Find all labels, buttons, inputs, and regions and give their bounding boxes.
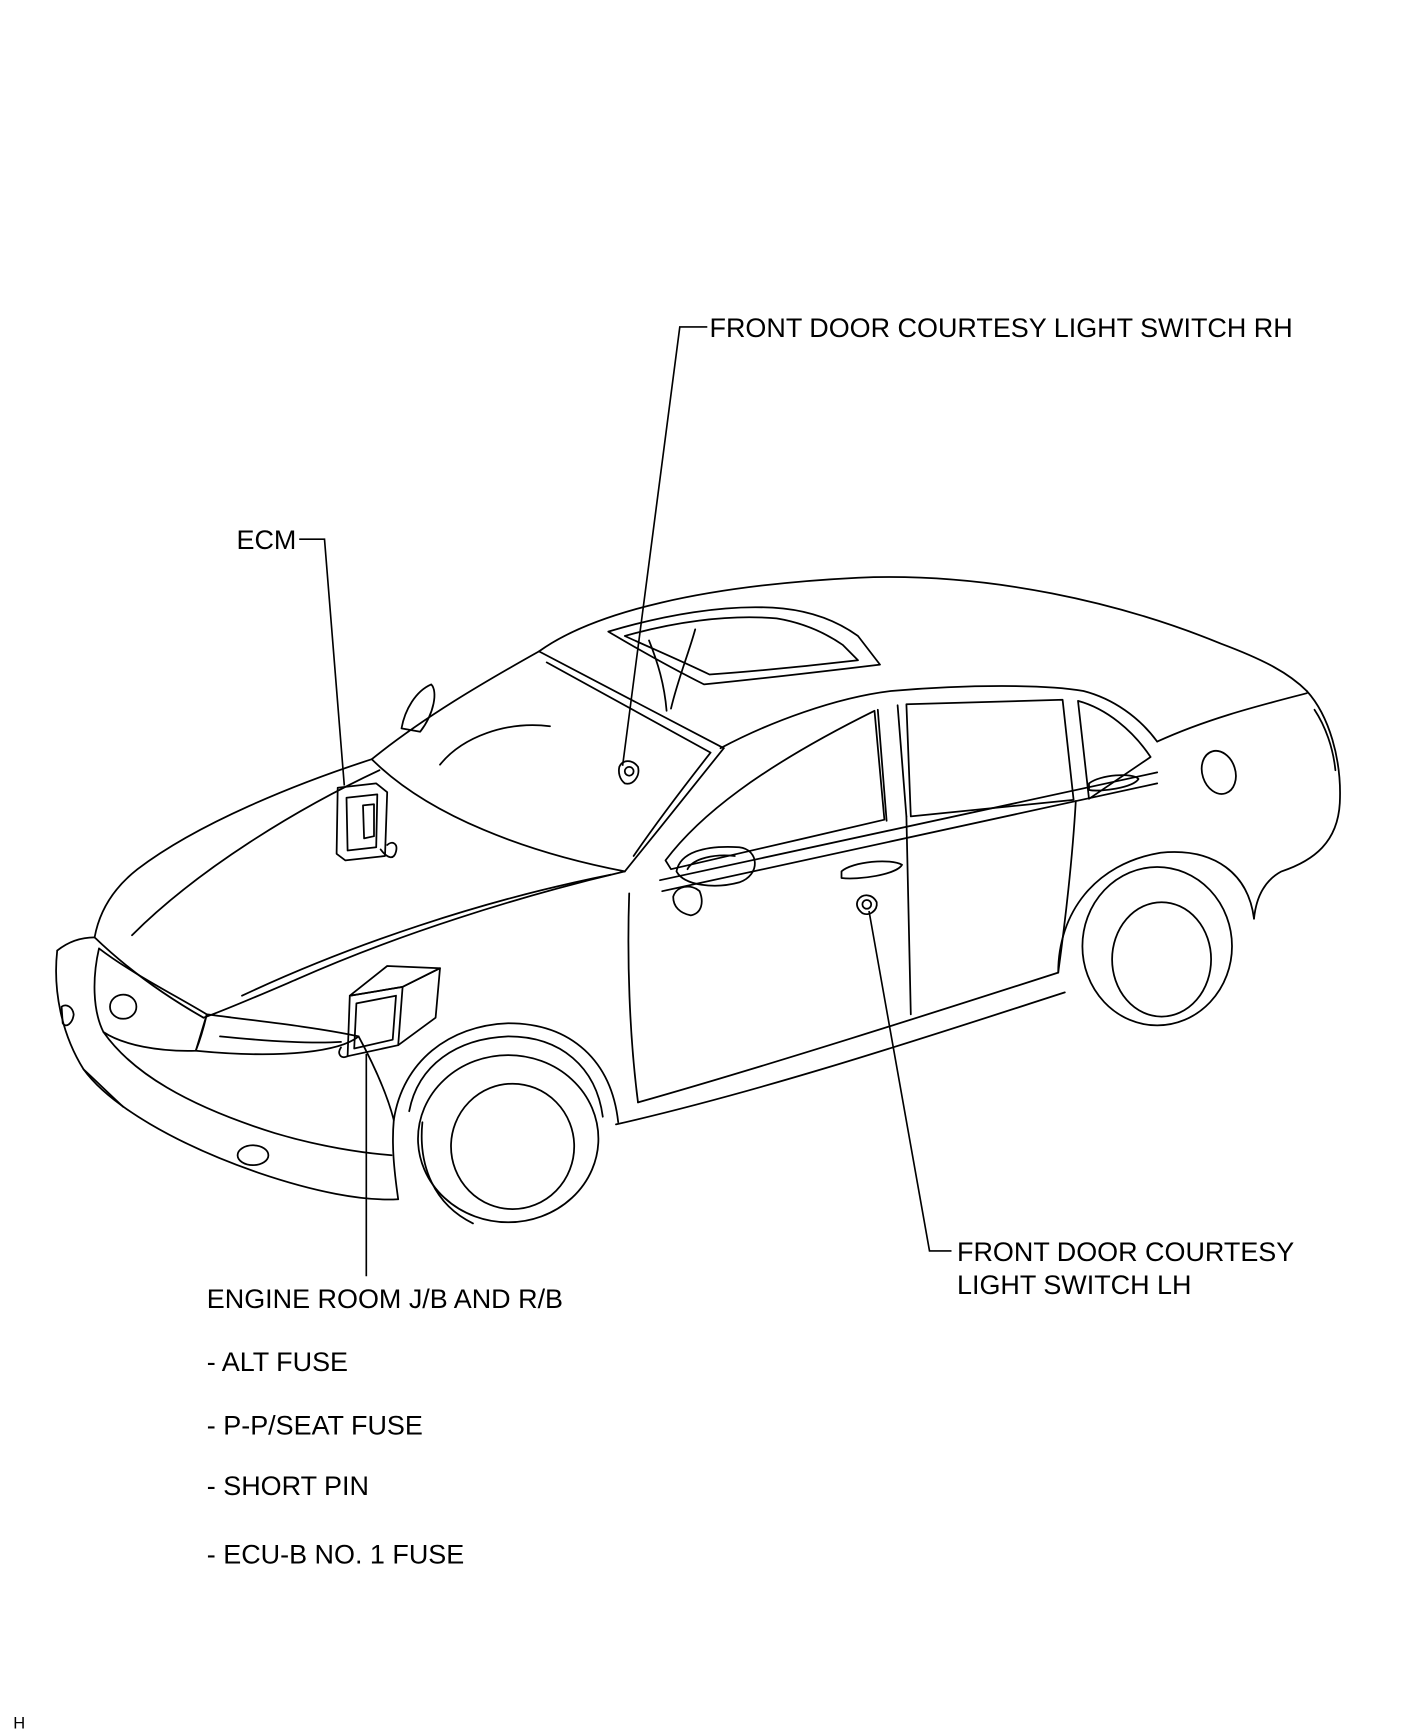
- roof-outline: [538, 576, 1308, 692]
- courtesy-switch-lh: [856, 894, 878, 915]
- label-front-door-courtesy-light-switch-rh: FRONT DOOR COURTESY LIGHT SWITCH RH: [710, 313, 1293, 343]
- rear-end: [1253, 690, 1341, 920]
- front-fender-lower: [392, 1119, 400, 1201]
- rear-wheel-arch: [1057, 851, 1255, 974]
- fuel-door: [1200, 749, 1237, 795]
- windshield-cowl: [370, 758, 626, 873]
- front-bumper: [55, 949, 400, 1201]
- rear-wheel-rim: [1111, 901, 1212, 1018]
- roof-rail: [719, 685, 1159, 750]
- grille: [93, 947, 208, 1052]
- front-bumper-corner: [56, 936, 96, 952]
- ecm-wire: [379, 841, 398, 858]
- tail-light: [1313, 708, 1337, 772]
- interior-seat-line: [670, 628, 697, 710]
- front-door-front-edge: [627, 892, 639, 1104]
- interior-dash-line: [439, 724, 551, 766]
- label-engine-room-jb: ENGINE ROOM J/B AND R/B: [207, 1284, 563, 1314]
- fog-light: [236, 1144, 270, 1166]
- label-ecm: ECM: [236, 525, 296, 555]
- front-bumper-line: [102, 1031, 393, 1157]
- front-wheel-arch: [392, 1022, 620, 1124]
- front-wheel-rim: [450, 1082, 576, 1210]
- near-side-mirror-base: [672, 885, 703, 917]
- jb-side: [397, 967, 441, 1047]
- ecm-connector: [362, 803, 375, 840]
- front-wheel-arch-inner: [408, 1035, 604, 1118]
- switch-plunger: [861, 899, 873, 910]
- front-door-window: [664, 709, 886, 871]
- front-door-handle: [840, 860, 903, 880]
- leader-ecm: [299, 538, 346, 786]
- leader-front-door-courtesy-rh: [621, 326, 708, 766]
- windshield-far-a-pillar: [370, 650, 540, 761]
- rear-door-rear-edge: [1057, 800, 1077, 974]
- label-ecu-b-no1-fuse: - ECU-B NO. 1 FUSE: [207, 1539, 464, 1569]
- ecm-cover: [345, 793, 379, 852]
- sunroof-glass: [623, 616, 859, 676]
- leader-front-door-courtesy-lh: [868, 910, 952, 1252]
- rear-door-handle: [1088, 774, 1140, 792]
- interior-seat-line: [648, 639, 668, 712]
- figure-code: H: [13, 1714, 25, 1732]
- windshield-glass-edge: [545, 661, 712, 857]
- hood-far-edge: [93, 758, 373, 939]
- engine-room-jb-unit: [338, 965, 441, 1059]
- hood-crease: [241, 873, 612, 997]
- label-front-door-courtesy-lh-line1: FRONT DOOR COURTESY: [957, 1237, 1294, 1267]
- switch-body: [856, 894, 878, 915]
- ecm-housing: [335, 782, 389, 862]
- label-short-pin: - SHORT PIN: [207, 1471, 369, 1501]
- label-p-p-seat-fuse: - P-P/SEAT FUSE: [207, 1411, 423, 1441]
- switch-plunger: [623, 766, 635, 777]
- b-pillar: [896, 704, 908, 818]
- door-bottom-line: [637, 971, 1060, 1104]
- belt-line: [659, 771, 1159, 882]
- quarter-window: [1077, 700, 1152, 800]
- headlight-inner: [219, 1035, 342, 1044]
- near-side-mirror-glass: [686, 854, 736, 871]
- near-side-mirror: [675, 845, 756, 887]
- headlight: [194, 1013, 360, 1056]
- rear-tire: [1081, 866, 1233, 1027]
- rocker-panel: [615, 991, 1066, 1126]
- hood-near-edge: [202, 870, 626, 1019]
- b-pillar: [876, 708, 888, 822]
- front-fender-line: [357, 1035, 395, 1121]
- ecm-unit: [335, 782, 398, 862]
- front-bumper-lip: [82, 1068, 125, 1108]
- switch-body: [618, 760, 640, 785]
- courtesy-switch-rh: [618, 760, 640, 785]
- front-door-rear-edge: [905, 815, 912, 1016]
- jb-panel: [353, 994, 397, 1050]
- emblem: [109, 993, 138, 1020]
- label-alt-fuse: - ALT FUSE: [207, 1347, 348, 1377]
- hood-crease: [131, 769, 381, 937]
- rear-door-window: [905, 698, 1075, 818]
- front-tire-tread: [420, 1121, 474, 1225]
- jb-top: [348, 965, 441, 997]
- labels: FRONT DOOR COURTESY LIGHT SWITCH RH ECM …: [13, 313, 1294, 1733]
- sunroof: [607, 606, 881, 686]
- side-marker: [60, 1004, 75, 1027]
- leader-lines: [299, 326, 952, 1277]
- windshield-near-a-pillar: [623, 747, 725, 873]
- components: [335, 760, 878, 1059]
- belt-line-lower: [661, 782, 1159, 893]
- far-side-mirror: [400, 683, 436, 733]
- hood-front-edge: [93, 936, 205, 1019]
- trunk-edge: [1156, 692, 1308, 743]
- jb-cable: [338, 1046, 349, 1059]
- front-tire: [417, 1054, 600, 1224]
- car-illustration: [55, 576, 1341, 1225]
- label-front-door-courtesy-lh-line2: LIGHT SWITCH LH: [957, 1270, 1191, 1300]
